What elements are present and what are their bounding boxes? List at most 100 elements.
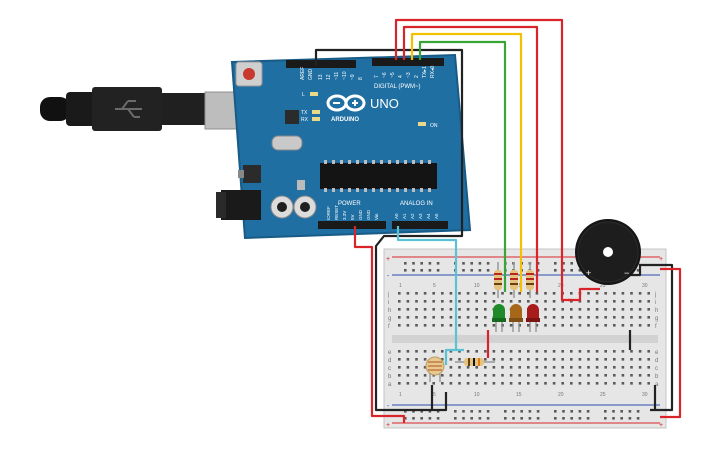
- power-pin-label: GND: [366, 209, 371, 220]
- board-brand: ARDUINO: [331, 117, 359, 123]
- row-letter: h: [388, 308, 391, 314]
- row-letter: g: [388, 316, 391, 322]
- analog-pin-label: A5: [434, 213, 439, 219]
- resistor: [494, 262, 502, 298]
- resistor: [455, 358, 495, 366]
- column-number: 10: [474, 392, 480, 398]
- aref-label: AREF: [300, 67, 306, 80]
- l-led: [310, 92, 318, 96]
- row-letter: e: [388, 350, 392, 356]
- wire-yellow-pin3: [410, 32, 523, 292]
- rail-plus-label: +: [386, 422, 390, 429]
- digital-header: [286, 58, 444, 68]
- row-letter: f: [655, 324, 657, 330]
- wire-red-pin4: [402, 25, 539, 292]
- row-letter: c: [655, 366, 658, 372]
- resistor-array: [494, 262, 534, 298]
- pin-label: ~5: [390, 72, 396, 78]
- rail-minus-label: -: [387, 403, 390, 410]
- column-number: 30: [642, 392, 648, 398]
- wire-buzzer-black: [621, 263, 674, 412]
- column-number: 20: [558, 392, 564, 398]
- column-number: 25: [600, 392, 606, 398]
- arduino-board: AREF GND 13 12 ~11 ~10 ~9 8 7 ~6 ~5 4 ~3…: [216, 53, 472, 240]
- rx-led-label: RX: [301, 117, 309, 123]
- column-number: 5: [433, 392, 436, 398]
- pin-label: 4: [398, 75, 404, 78]
- small-cap: [297, 180, 305, 190]
- analog-pin-label: A0: [394, 213, 399, 219]
- usb-chip: [285, 110, 299, 124]
- resistor: [526, 262, 534, 298]
- piezo-buzzer: + −: [575, 219, 641, 285]
- column-number: 15: [516, 392, 522, 398]
- tx-led: [312, 110, 320, 114]
- row-letter: d: [388, 358, 391, 364]
- column-number: 20: [558, 283, 564, 289]
- row-letter: a: [388, 382, 392, 388]
- column-number: 15: [516, 283, 522, 289]
- row-letter: c: [388, 366, 391, 372]
- tx-led-label: TX: [301, 110, 308, 116]
- pin-label: TX▸1: [422, 66, 428, 78]
- buzzer-plus-label: +: [586, 268, 591, 278]
- pin-label: 8: [358, 77, 364, 80]
- wire-red-pin5: [394, 18, 572, 302]
- analog-pin-label: A3: [418, 213, 423, 219]
- pin-label: ~9: [350, 74, 356, 80]
- pin-label: 7: [374, 75, 380, 78]
- row-letter: f: [388, 324, 390, 330]
- icsp-header: [271, 135, 303, 151]
- usb-icon: [115, 100, 142, 118]
- row-letter: g: [655, 316, 658, 322]
- atmega-chip: [320, 163, 437, 189]
- pin-label: 12: [326, 74, 332, 80]
- column-number: 1: [399, 283, 402, 289]
- analog-header: [392, 221, 448, 229]
- rail-plus-label: +: [659, 422, 663, 429]
- wire-buzzer-red: [568, 287, 600, 302]
- row-letter: d: [655, 358, 658, 364]
- row-letter: j: [387, 292, 389, 298]
- column-number: 30: [642, 283, 648, 289]
- board-model: UNO: [370, 96, 399, 111]
- row-letter: i: [655, 300, 656, 306]
- pin-label: ~3: [406, 72, 412, 78]
- row-letter: e: [655, 350, 659, 356]
- column-number: 5: [433, 283, 436, 289]
- regulator-tab: [238, 170, 244, 178]
- pin-label: RX◂0: [430, 66, 436, 78]
- photoresistor: [425, 356, 445, 382]
- wire-green-pin2: [418, 40, 507, 292]
- pin-label: ~10: [342, 71, 348, 80]
- analog-pin-label: A1: [402, 213, 407, 219]
- pin-label: ~11: [334, 72, 340, 80]
- column-number: 1: [399, 392, 402, 398]
- power-pin-label: 3.3V: [342, 211, 347, 220]
- power-pin-label: GND: [358, 209, 363, 220]
- wires: [314, 18, 682, 423]
- row-letter: b: [388, 374, 392, 380]
- analog-label: ANALOG IN: [400, 201, 433, 207]
- pin-label: 2: [414, 75, 420, 78]
- row-letter: j: [654, 292, 656, 298]
- rail-plus-label: +: [659, 256, 663, 263]
- rx-led: [312, 117, 320, 121]
- voltage-regulator: [243, 165, 261, 183]
- buzzer-minus-label: −: [624, 268, 629, 278]
- analog-pin-label: A4: [426, 213, 431, 219]
- usb-cable: [40, 87, 256, 131]
- power-pin-label: RESET: [334, 205, 339, 220]
- row-letter: a: [655, 382, 659, 388]
- l-led-label: L: [302, 92, 305, 98]
- power-pin-label: Vin: [374, 213, 379, 220]
- wire-cyan-a0: [396, 226, 458, 365]
- pin-label: 13: [318, 74, 324, 80]
- wire-rail-red: [660, 267, 682, 419]
- row-letter: h: [655, 308, 658, 314]
- arduino-logo-icon: [326, 94, 366, 112]
- power-pin-label: IOREF: [326, 206, 331, 220]
- on-led-label: ON: [430, 123, 438, 129]
- breadboard-holes: [398, 262, 650, 420]
